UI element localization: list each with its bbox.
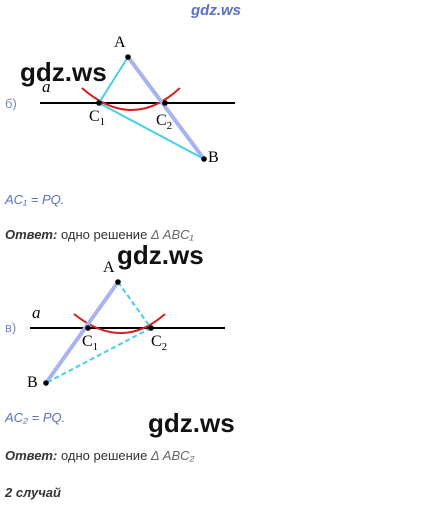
- side-ac2-v: [117, 281, 152, 329]
- answer-prefix-b: Ответ:: [5, 227, 58, 242]
- answer-v: Ответ: одно решение Δ ABC₂: [5, 448, 194, 463]
- section-label-v: в): [5, 320, 17, 335]
- answer-prefix-v: Ответ:: [5, 448, 58, 463]
- line-label-v: a: [32, 303, 41, 322]
- point-label-b-b: B: [208, 149, 219, 166]
- answer-text-v: одно решение: [60, 448, 148, 463]
- answer-b: Ответ: одно решение Δ ABC₁: [5, 227, 194, 242]
- point-label-c1-v: C1: [82, 333, 99, 354]
- side-ab-v: [44, 280, 120, 385]
- point-label-a-b: A: [114, 34, 126, 51]
- point-label-a-v: A: [103, 259, 115, 276]
- arc-v: [73, 313, 166, 334]
- watermark-b: gdz.ws: [20, 57, 107, 87]
- figure-v: [30, 279, 225, 386]
- point-label-c2-b: C2: [156, 112, 173, 133]
- line-label-b: a: [42, 77, 51, 96]
- point-c2-v: [148, 325, 154, 331]
- point-a-v: [115, 279, 121, 285]
- watermark-top: gdz.ws: [191, 2, 242, 19]
- figure-b: [40, 54, 235, 162]
- equation-b: AC₁ = PQ.: [5, 192, 65, 207]
- answer-text-b: одно решение: [60, 227, 148, 242]
- point-label-c2-v: C2: [151, 333, 168, 354]
- watermark-v2: gdz.ws: [148, 408, 235, 438]
- equation-v: AC₂ = PQ.: [5, 410, 66, 425]
- arc-b: [81, 87, 181, 111]
- answer-triangle-v: Δ ABC₂: [150, 448, 195, 463]
- case-label: 2 случай: [5, 485, 61, 500]
- section-label-b: б): [5, 96, 17, 111]
- side-c2b-v: [45, 327, 152, 384]
- point-label-b-v: B: [27, 374, 38, 391]
- watermark-v: gdz.ws: [117, 240, 204, 270]
- answer-triangle-b: Δ ABC₁: [150, 227, 194, 242]
- point-c2-b: [162, 100, 168, 106]
- side-ac1-b: [98, 56, 129, 104]
- point-label-c1-b: C1: [89, 108, 106, 129]
- point-b-b: [201, 156, 207, 162]
- point-b-v: [43, 380, 49, 386]
- point-c1-v: [85, 325, 91, 331]
- side-c1b-b: [98, 102, 205, 160]
- side-ab-b: [126, 55, 206, 161]
- point-a-b: [125, 54, 131, 60]
- point-c1-b: [96, 100, 102, 106]
